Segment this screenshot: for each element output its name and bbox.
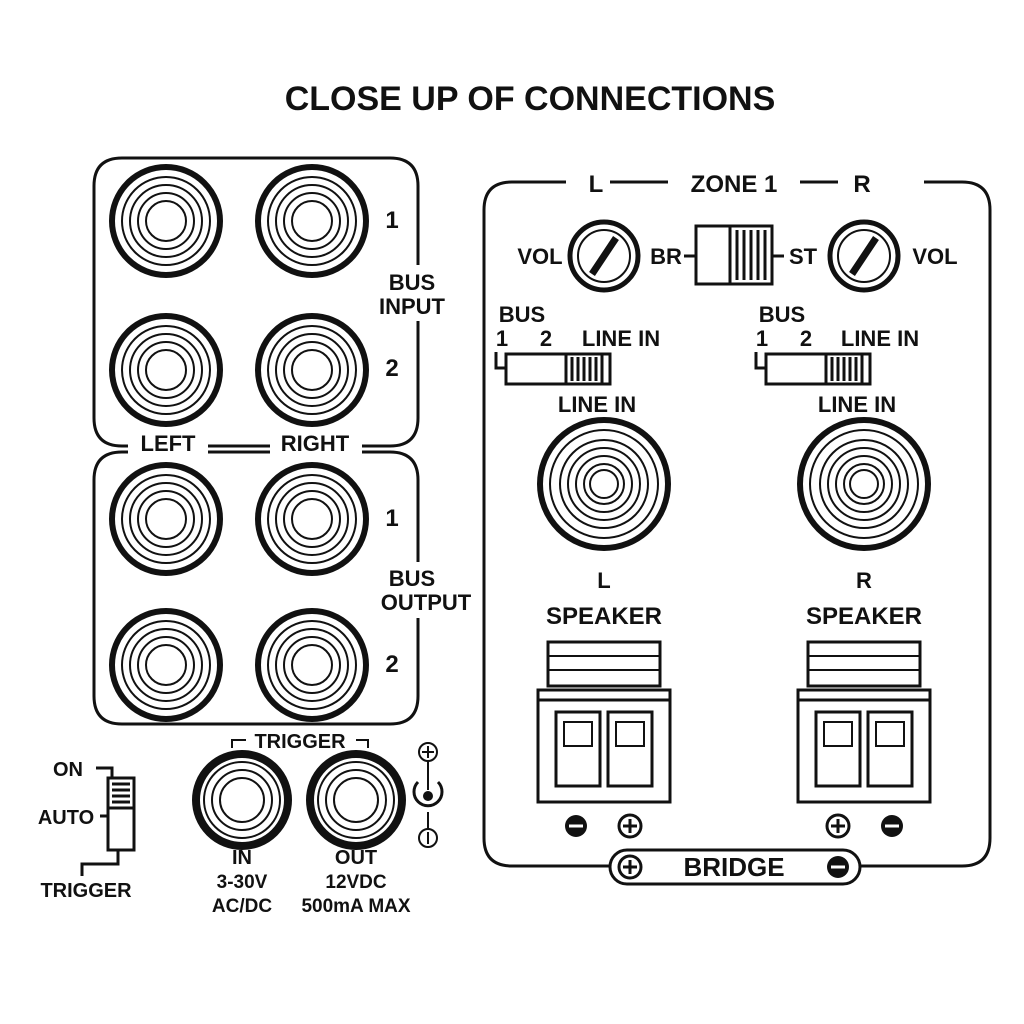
power-auto-label: AUTO	[38, 807, 94, 829]
bus-output-label: BUS	[389, 566, 435, 591]
bus-input-1-right-jack[interactable]	[255, 164, 369, 278]
bus-output-1-left-jack[interactable]	[109, 462, 223, 576]
bridge-plus-icon	[617, 854, 643, 880]
bus-select-left-pos1: 1	[496, 326, 508, 351]
row-number-bus-input-1: 1	[385, 207, 398, 234]
speaker-left-terminal[interactable]	[536, 640, 672, 804]
line-in-left-jack[interactable]	[537, 417, 671, 551]
zone-header-title: ZONE 1	[691, 171, 778, 198]
zone-header-left: L	[589, 171, 604, 198]
zone-panel: L ZONE 1 R VOL VOL BR ST	[482, 166, 992, 886]
bus-select-left-line-in: LINE IN	[582, 326, 660, 351]
bus-output-2-left-jack[interactable]	[109, 608, 223, 722]
trigger-out-spec-1: 12VDC	[325, 872, 387, 893]
bridge-stereo-switch[interactable]	[694, 224, 774, 286]
mode-br-label: BR	[650, 244, 682, 269]
bus-select-left-switch[interactable]	[494, 352, 612, 386]
vol-right-knob[interactable]	[827, 219, 901, 293]
vol-right-label: VOL	[912, 244, 957, 269]
bridge-minus-icon	[827, 856, 849, 878]
power-mode-switch-group: ON AUTO TRIGGER	[38, 759, 136, 902]
trigger-out-label: OUT	[335, 847, 377, 869]
bus-output-2-right-jack[interactable]	[255, 608, 369, 722]
row-number-bus-input-2: 2	[385, 355, 398, 382]
zone-header-right: R	[853, 171, 870, 198]
line-in-right-jack[interactable]	[797, 417, 931, 551]
bus-select-left-pos2: 2	[540, 326, 552, 351]
trigger-jacks-group	[192, 750, 406, 850]
bus-select-right-switch[interactable]	[754, 352, 872, 386]
line-in-jacks-group	[537, 417, 931, 551]
speaker-right-terminal[interactable]	[796, 640, 932, 804]
bus-select-right-line-in: LINE IN	[841, 326, 919, 351]
zone-panel-outline	[482, 180, 992, 868]
speaker-left-channel: L	[597, 568, 610, 593]
vol-left-label: VOL	[517, 244, 562, 269]
trigger-in-label: IN	[232, 847, 252, 869]
polarity-icon	[412, 742, 444, 848]
speaker-left-label: SPEAKER	[546, 603, 662, 630]
speaker-right-channel: R	[856, 568, 872, 593]
trigger-in-jack[interactable]	[192, 750, 292, 850]
right-column-label: RIGHT	[281, 431, 350, 456]
trigger-out-jack[interactable]	[306, 750, 406, 850]
bus-output-label-2: OUTPUT	[381, 590, 472, 615]
bus-panel-outline	[92, 156, 420, 448]
line-in-right-label: LINE IN	[818, 392, 896, 417]
power-trigger-label: TRIGGER	[40, 880, 132, 902]
left-column-label: LEFT	[141, 431, 197, 456]
bus-input-label-2: INPUT	[379, 294, 446, 319]
bus-select-right-pos1: 1	[756, 326, 768, 351]
row-number-bus-output-2: 2	[385, 651, 398, 678]
line-in-left-label: LINE IN	[558, 392, 636, 417]
bus-input-2-right-jack[interactable]	[255, 313, 369, 427]
bus-output-outline	[92, 450, 420, 726]
bus-input-1-left-jack[interactable]	[109, 164, 223, 278]
vol-left-knob[interactable]	[567, 219, 641, 293]
row-number-bus-output-1: 1	[385, 505, 398, 532]
bus-select-right-pos2: 2	[800, 326, 812, 351]
bus-output-1-right-jack[interactable]	[255, 462, 369, 576]
mode-st-label: ST	[789, 244, 818, 269]
diagram-title: CLOSE UP OF CONNECTIONS	[285, 80, 776, 118]
bus-select-right-label: BUS	[759, 302, 805, 327]
speaker-left-minus-icon	[565, 815, 587, 837]
power-on-label: ON	[53, 759, 83, 781]
trigger-out-spec-2: 500mA MAX	[301, 896, 410, 917]
trigger-label: TRIGGER	[254, 731, 346, 753]
trigger-in-spec-2: AC/DC	[212, 896, 272, 917]
speaker-left-plus-icon	[617, 813, 643, 839]
trigger-group: TRIGGER IN 3-30V AC/DC OUT 12VDC 500mA M…	[192, 731, 411, 917]
power-mode-switch[interactable]	[106, 776, 136, 852]
trigger-in-spec-1: 3-30V	[217, 872, 268, 893]
speaker-right-minus-icon	[881, 815, 903, 837]
bus-input-label: BUS	[389, 270, 435, 295]
bus-panel: 1 2 1 2 BUS INPUT BUS OUTPUT LEFT RIGHT	[92, 156, 472, 726]
speaker-right-label: SPEAKER	[806, 603, 922, 630]
bus-select-left-label: BUS	[499, 302, 545, 327]
speaker-right-plus-icon	[825, 813, 851, 839]
bridge-label: BRIDGE	[683, 852, 784, 882]
rca-jacks-group	[109, 164, 369, 722]
bus-input-2-left-jack[interactable]	[109, 313, 223, 427]
